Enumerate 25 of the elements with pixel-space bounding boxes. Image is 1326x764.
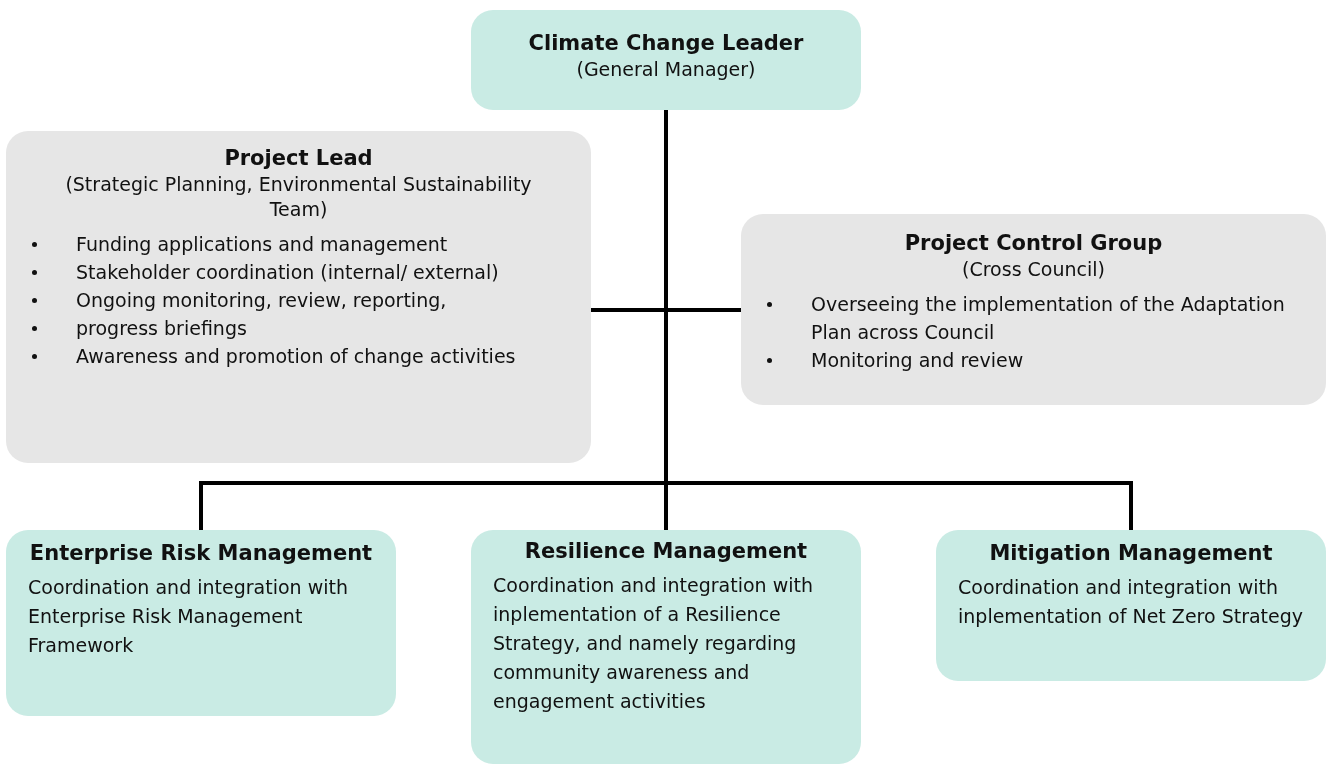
box-title: Project Control Group <box>903 230 1164 257</box>
box-description: Coordination and integration with Enterprise Risk Management Framework <box>28 575 349 658</box>
box-subtitle: (General Manager) <box>575 57 757 82</box>
box-description: Coordination and integration with inplementation of Net Zero Strategy <box>958 575 1304 629</box>
box-title: Enterprise Risk Management <box>28 540 374 567</box>
box-title: Mitigation Management <box>988 540 1274 567</box>
box-subtitle: (Cross Council) <box>961 257 1106 282</box>
bullet-item: Awareness and promotion of change activities <box>28 342 569 370</box>
org-box <box>471 10 861 110</box>
bullet-item: Stakeholder coordination (internal/ external) <box>28 258 569 286</box>
org-box <box>6 131 591 463</box>
bullet-item: Funding applications and management <box>28 230 569 258</box>
org-box <box>6 530 396 716</box>
box-subtitle: (Strategic Planning, Environmental Sustainability Team) <box>64 172 533 222</box>
bullet-item: Overseeing the implementation of the Adaptation Plan across Council <box>763 290 1304 346</box>
box-title: Project Lead <box>223 145 374 172</box>
bullet-item: progress briefings <box>28 314 569 342</box>
org-box <box>936 530 1326 681</box>
box-title: Climate Change Leader <box>527 30 805 57</box>
box-title: Resilience Management <box>523 538 809 565</box>
org-box <box>471 530 861 764</box>
bullet-item: Monitoring and review <box>763 346 1304 374</box>
org-box <box>741 214 1326 405</box>
bullet-item: Ongoing monitoring, review, reporting, <box>28 286 569 314</box>
box-description: Coordination and integration with inplementation of a Resilience Strategy, and namely regarding community awareness and engagement activities <box>493 573 814 714</box>
